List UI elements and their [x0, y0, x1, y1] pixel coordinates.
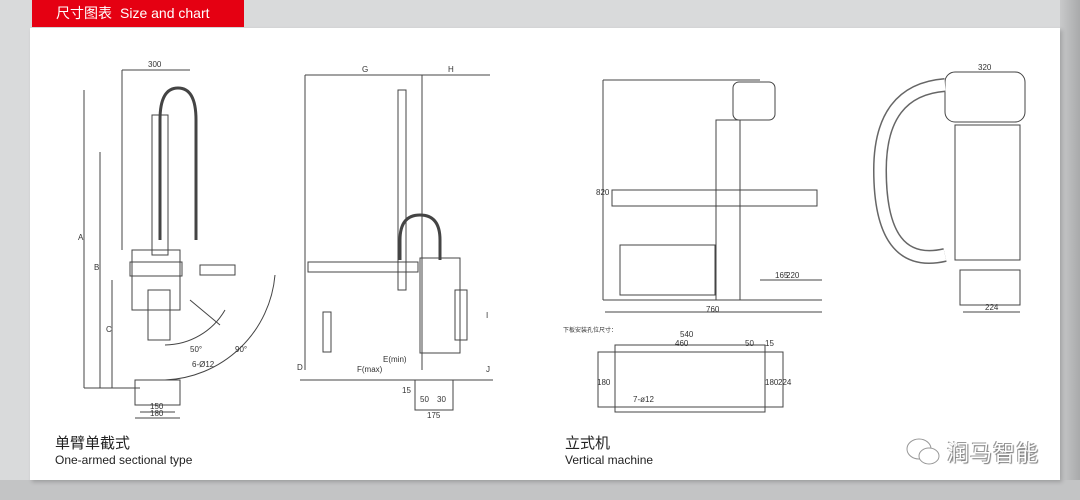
dim-50: 50	[420, 395, 429, 404]
drawing-one-armed: 300 A B C 50° 90° 6-Ø12 150 180	[78, 60, 276, 419]
dim-holes: 6-Ø12	[192, 360, 215, 369]
dim-180: 180	[150, 409, 164, 418]
section-title-cn: 尺寸图表	[56, 5, 112, 21]
drawing-front-view: 320 224	[872, 63, 1026, 313]
section-title-en: Size and chart	[120, 5, 210, 21]
logo-text: 润马智能	[947, 441, 1040, 466]
plate-title: 下板安装孔位尺寸：	[563, 326, 617, 334]
dim-plate-180b: 180	[765, 378, 779, 387]
dim-i: I	[486, 311, 488, 320]
dim-175: 175	[427, 411, 441, 420]
dim-150: 150	[150, 402, 164, 411]
dim-angle-50: 50°	[190, 345, 202, 354]
caption-one-armed: 单臂单截式 One-armed sectional type	[55, 432, 192, 467]
dim-460: 460	[675, 339, 689, 348]
dim-plate-holes: 7-ø12	[633, 395, 654, 404]
caption-one-armed-cn: 单臂单截式	[55, 435, 131, 452]
dim-224: 224	[985, 303, 999, 312]
dim-g: G	[362, 65, 368, 74]
dim-plate-224: 224	[778, 378, 792, 387]
dim-plate-180a: 180	[597, 378, 611, 387]
dim-220: 220	[786, 271, 800, 280]
caption-vertical: 立式机 Vertical machine	[565, 432, 653, 467]
caption-one-armed-en: One-armed sectional type	[55, 453, 193, 467]
dim-angle-90: 90°	[235, 345, 247, 354]
dim-15: 15	[402, 386, 411, 395]
bottom-band	[0, 480, 1080, 500]
dim-d: D	[297, 363, 303, 372]
caption-vertical-cn: 立式机	[565, 435, 611, 452]
right-shade	[1060, 0, 1080, 500]
wechat-icon	[906, 438, 940, 465]
drawing-side-view: G H I J D E(min) F(max) 15 50 30 175	[297, 65, 493, 420]
dim-a: A	[78, 233, 84, 242]
dim-e: E(min)	[383, 355, 407, 364]
section-header-tab: 尺寸图表 Size and chart	[32, 0, 244, 27]
dim-30: 30	[437, 395, 446, 404]
dim-b: B	[94, 263, 99, 272]
dim-320: 320	[978, 63, 992, 72]
caption-vertical-en: Vertical machine	[565, 453, 654, 467]
dim-plate-50: 50	[745, 339, 754, 348]
dim-820: 820	[596, 188, 610, 197]
wechat-logo: 润马智能	[905, 436, 1039, 468]
dim-300: 300	[148, 60, 162, 69]
dim-165: 165	[775, 271, 789, 280]
content-panel	[30, 28, 1060, 480]
dim-plate-15: 15	[765, 339, 774, 348]
dim-h: H	[448, 65, 454, 74]
drawing-vertical: 820 165 220 760 下板安装孔位尺寸： 540 460 50 15 …	[563, 79, 822, 413]
dim-c: C	[106, 325, 112, 334]
dim-f: F(max)	[357, 365, 383, 374]
dim-540: 540	[680, 330, 694, 339]
dim-j: J	[486, 365, 490, 374]
dim-760: 760	[706, 305, 720, 314]
